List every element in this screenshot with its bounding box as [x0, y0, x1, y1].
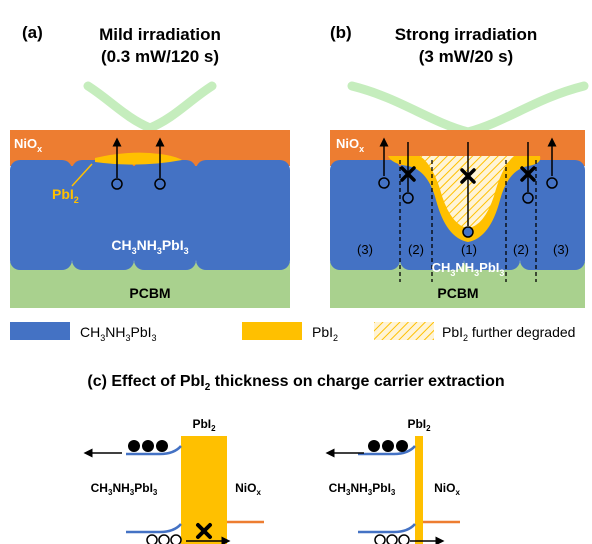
panel-b-title-line1: Strong irradiation [395, 25, 538, 44]
pbi2-label-thin: PbI2 [407, 417, 431, 433]
legend-label-mapbi3: CH3NH3PbI3 [80, 324, 157, 343]
pbi2-annotation-a: PbI2 [52, 163, 93, 205]
nio-label-c-right: NiOx [434, 481, 460, 497]
vb-band-left [126, 445, 182, 456]
cb-band-left [126, 523, 182, 534]
region-label-2-right: (2) [513, 242, 529, 257]
mapbi3-label-c-right: CH3NH3PbI3 [329, 481, 396, 497]
holes-left [146, 534, 182, 544]
region-boundaries-b [399, 160, 537, 282]
hole-carriers-a [111, 137, 166, 190]
light-beam-b [347, 81, 589, 137]
light-beam-a [83, 81, 217, 133]
panel-b: (b) Strong irradiation (3 mW/20 s) NiOx [330, 23, 589, 308]
pbi2-degraded-region-b [420, 156, 514, 228]
band-diagram-thick: PbI2 CH3NH3PbI3 NiOx [83, 417, 264, 544]
legend: CH3NH3PbI3 PbI2 PbI2 further degraded [10, 322, 575, 343]
hole-carriers-b [378, 137, 558, 238]
legend-label-degraded: PbI2 further degraded [442, 324, 575, 343]
mapbi3-label-b: CH3NH3PbI3 [432, 260, 505, 278]
panel-a-title-line1: Mild irradiation [99, 25, 221, 44]
pbi2-thick-barrier [181, 436, 227, 544]
perovskite-layer-a [10, 160, 290, 270]
blocked-mark-left [196, 523, 212, 539]
nio-label-a: NiOx [14, 136, 42, 154]
svg-text:PbI2: PbI2 [52, 186, 79, 205]
nio-label-c-left: NiOx [235, 481, 261, 497]
holes-right [374, 534, 410, 544]
legend-label-pbi2: PbI2 [312, 324, 338, 343]
cb-band-right [358, 523, 416, 534]
region-label-1: (1) [461, 242, 477, 257]
region-label-2-left: (2) [408, 242, 424, 257]
panel-c-title: (c) Effect of PbI2 thickness on charge c… [87, 373, 504, 393]
panel-b-title-line2: (3 mW/20 s) [419, 47, 513, 66]
pbi2-thin-barrier [415, 436, 423, 544]
pcbm-label-a: PCBM [129, 285, 170, 301]
band-diagram-thin: PbI2 CH3NH3PbI3 NiOx [325, 417, 460, 544]
legend-swatch-pbi2 [242, 322, 302, 340]
panel-a-title-line2: (0.3 mW/120 s) [101, 47, 219, 66]
region-label-3-right: (3) [553, 242, 569, 257]
pcbm-label-b: PCBM [437, 285, 478, 301]
electrons-right [368, 440, 408, 452]
blocked-marks-b [400, 166, 536, 184]
electrons-left [128, 440, 168, 452]
pbi2-label-thick: PbI2 [192, 417, 216, 433]
panel-a: (a) Mild irradiation (0.3 mW/120 s) NiOx… [10, 23, 290, 308]
legend-swatch-mapbi3 [10, 322, 70, 340]
panel-b-letter: (b) [330, 23, 352, 42]
mapbi3-label-a: CH3NH3PbI3 [111, 237, 188, 256]
region-label-3-left: (3) [357, 242, 373, 257]
nio-label-b: NiOx [336, 136, 364, 154]
mapbi3-label-c-left: CH3NH3PbI3 [91, 481, 158, 497]
panel-a-letter: (a) [22, 23, 43, 42]
panel-c: (c) Effect of PbI2 thickness on charge c… [83, 373, 505, 544]
legend-swatch-degraded [374, 322, 434, 340]
vb-band-right [358, 445, 416, 456]
